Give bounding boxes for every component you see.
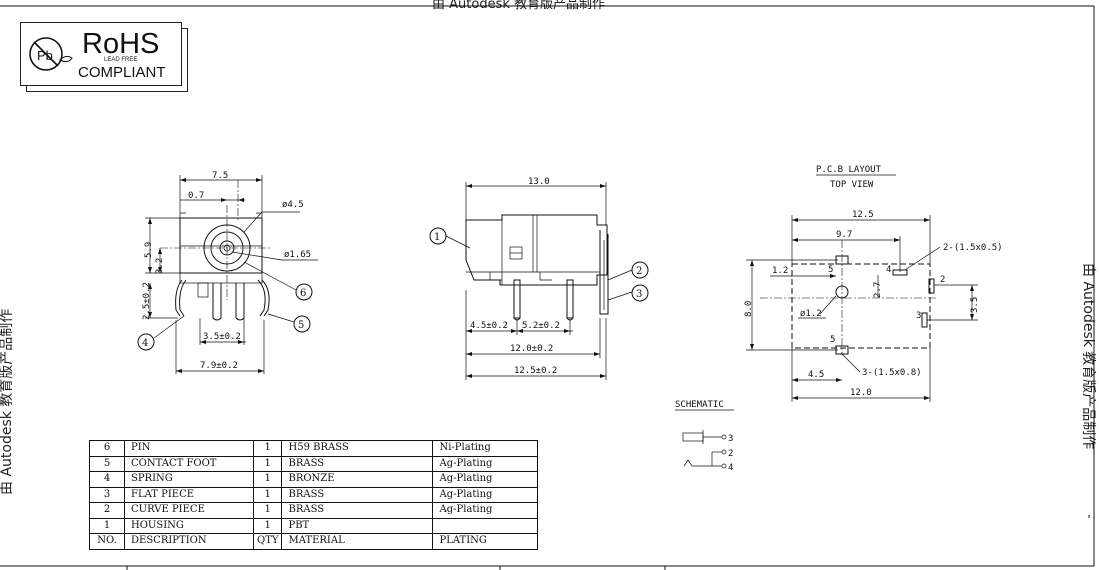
pad-label-2: 2 [940,275,945,285]
rohs-compliant: COMPLIANT [78,64,166,81]
bom-plating: Ag-Plating [432,486,539,503]
rohs-mark: Pb [37,48,53,63]
callout-6: 6 [300,288,306,299]
bom-material: BRASS [281,502,434,519]
bom-description: SPRING [124,471,254,488]
table-row: 5 CONTACT FOOT 1 BRASS Ag-Plating [89,455,539,472]
rohs-title: RoHS [82,28,160,60]
pad-label-4: 4 [886,265,891,275]
bom-qty: 1 [252,517,283,534]
bom-description: CURVE PIECE [124,502,254,519]
schematic-pin-2: 2 [728,449,733,459]
bom-qty: 1 [252,471,283,488]
table-row: 6 PIN 1 H59 BRASS Ni-Plating [89,440,539,457]
bom-plating: Ag-Plating [432,471,539,488]
bom-plating: Ag-Plating [432,455,539,472]
callout-1: 1 [434,232,440,243]
dim-pcb-bottom-left: 4.5 [808,370,824,380]
dim-pcb-hole: ø1.2 [800,309,822,319]
rohs-lead-free: LEAD FREE [104,57,138,63]
bom-material: PBT [281,517,434,534]
bom-no: 6 [89,440,125,457]
front-view: 7.5 0.7 ø4.5 ø1.65 5.9 3.2 2.5±0.2 3.5±0… [137,171,318,374]
dim-center: 3.2 [155,258,165,274]
bom-qty: 1 [252,455,283,472]
bom-table: 6 PIN 1 H59 BRASS Ni-Plating 5 CONTACT F… [89,440,539,550]
pad-label-5-bottom: 5 [830,335,835,345]
drawing-frame [0,5,1095,570]
bom-no: 1 [89,517,125,534]
dim-slot-a: 2-(1.5x0.5) [943,243,1003,253]
callout-4: 4 [142,338,148,349]
bom-plating [432,517,539,534]
schematic-pin-4: 4 [728,463,733,473]
schematic: SCHEMATIC 3 2 4 [675,400,734,473]
dim-pcb-bottom: 12.0 [850,388,872,398]
dim-pcb-mid: 2.7 [873,282,883,298]
dim-pcb-width: 12.5 [852,210,874,220]
bom-qty: 1 [252,502,283,519]
bom-header-qty: QTY [252,533,283,550]
dim-b: 5.2±0.2 [522,321,560,331]
bom-no: 3 [89,486,125,503]
dim-c: 12.0±0.2 [510,344,553,354]
callout-2: 2 [636,266,642,277]
dim-pin-len: 2.5±0.2 [142,282,152,320]
bom-no: 2 [89,502,125,519]
callout-5: 5 [298,320,304,331]
side-view: 13.0 4.5±0.2 5.2±0.2 12.0±0.2 12.5±0.2 1… [429,177,649,380]
pad-label-3: 3 [916,311,921,321]
bom-qty: 1 [252,440,283,457]
dim-d: 12.5±0.2 [514,366,557,376]
dim-offset: 0.7 [188,191,204,201]
lead-free-icon: Pb [29,37,73,71]
bom-description: CONTACT FOOT [124,455,254,472]
dim-bottom-width: 7.9±0.2 [200,361,238,371]
dim-slot-b: 3-(1.5x0.8) [862,368,922,378]
dim-pin-pitch: 3.5±0.2 [203,332,241,342]
bom-plating: Ag-Plating [432,502,539,519]
bom-header-material: MATERIAL [281,533,434,550]
pcb-title: P.C.B LAYOUT [816,165,882,175]
pcb-subtitle: TOP VIEW [830,180,874,190]
dim-a: 4.5±0.2 [470,321,508,331]
schematic-pin-3: 3 [728,434,733,444]
bom-no: 5 [89,455,125,472]
dim-pcb-inner: 9.7 [836,230,852,240]
bom-description: HOUSING [124,517,254,534]
dim-pcb-right: 3.5 [970,297,980,313]
callout-3: 3 [636,289,642,300]
dim-pcb-left: 1.2 [772,266,788,276]
bom-header-no: NO. [89,533,125,550]
dim-height: 5.9 [144,242,154,258]
bom-description: PIN [124,440,254,457]
rohs-badge: Pb RoHS LEAD FREE COMPLIANT [20,22,188,92]
bom-plating: Ni-Plating [432,440,539,457]
dim-dia-inner: ø1.65 [284,250,311,260]
dim-dia-outer: ø4.5 [282,200,304,210]
bom-no: 4 [89,471,125,488]
bom-material: BRASS [281,486,434,503]
dim-pcb-height: 8.0 [744,301,754,317]
bom-material: BRONZE [281,471,434,488]
bom-qty: 1 [252,486,283,503]
dim-width-top: 7.5 [212,171,228,181]
table-row: 3 FLAT PIECE 1 BRASS Ag-Plating [89,486,539,503]
pad-label-5-top: 5 [828,265,833,275]
schematic-title: SCHEMATIC [675,400,724,410]
table-row: 2 CURVE PIECE 1 BRASS Ag-Plating [89,502,539,519]
bom-material: H59 BRASS [281,440,434,457]
bom-header-description: DESCRIPTION [124,533,254,550]
bom-description: FLAT PIECE [124,486,254,503]
bom-material: BRASS [281,455,434,472]
table-row: 1 HOUSING 1 PBT [89,517,539,534]
pcb-layout: P.C.B LAYOUT TOP VIEW 5 4 2 3 5 12.5 9.7… [744,165,1003,402]
table-header-row: NO. DESCRIPTION QTY MATERIAL PLATING [89,533,539,550]
dim-length: 13.0 [528,177,550,187]
bom-header-plating: PLATING [432,533,539,550]
table-row: 4 SPRING 1 BRONZE Ag-Plating [89,471,539,488]
